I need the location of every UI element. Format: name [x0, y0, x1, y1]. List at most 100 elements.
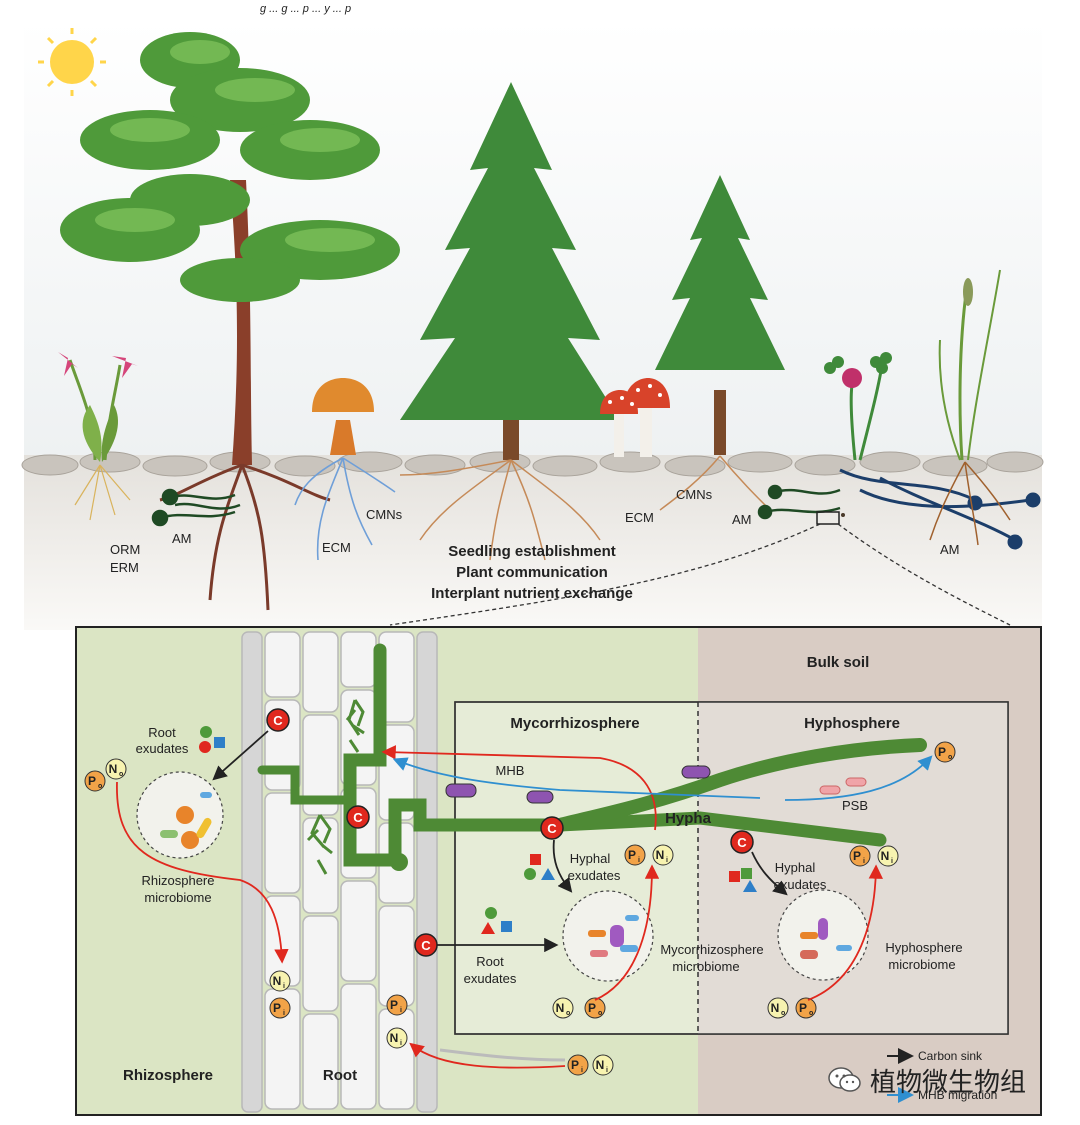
zone-rhizosphere: Rhizosphere: [123, 1067, 213, 1084]
svg-text:i: i: [891, 858, 893, 865]
svg-text:P: P: [938, 745, 946, 759]
svg-text:N: N: [596, 1058, 605, 1072]
svg-text:P: P: [853, 849, 861, 863]
svg-text:o: o: [98, 783, 102, 790]
label-mhb: MHB: [496, 763, 525, 778]
svg-text:N: N: [390, 1031, 399, 1045]
mushroom-left: [294, 378, 396, 561]
label-myco-micro-2: microbiome: [672, 959, 739, 974]
mhb-bacteria: [445, 765, 711, 804]
label-hyphal-exudates-1a: Hyphal: [570, 851, 611, 866]
mycorrhizosphere-microbiome-circle: [562, 890, 654, 982]
label-psb: PSB: [842, 798, 868, 813]
root-hair: [439, 1048, 566, 1062]
root-cells: [241, 631, 438, 1113]
mushroom-amanita: [600, 378, 670, 457]
zone-mycorrhizosphere: Mycorrhizosphere: [510, 715, 639, 732]
label-hyphal-exudates-1b: exudates: [568, 868, 621, 883]
svg-text:N: N: [273, 974, 282, 988]
zone-hyphosphere: Hyphosphere: [804, 715, 900, 732]
carbon-icon-root-top: C: [266, 708, 290, 732]
svg-text:i: i: [638, 857, 640, 864]
svg-text:P: P: [88, 774, 96, 788]
carbon-icon-root-bottom: C: [414, 933, 438, 957]
pine-tree: [60, 32, 400, 611]
psb-bacteria: [819, 777, 867, 795]
svg-text:o: o: [781, 1010, 785, 1017]
label-hyphal-exudates-2b: exudates: [774, 877, 827, 892]
svg-text:P: P: [273, 1001, 281, 1015]
exudate-shapes: [199, 726, 757, 934]
svg-text:o: o: [566, 1010, 570, 1017]
label-ecm-left: ECM: [322, 540, 351, 555]
grass-plant: [938, 269, 1001, 461]
arrows-blue: [392, 755, 933, 801]
svg-text:N: N: [771, 1001, 780, 1015]
svg-text:o: o: [119, 771, 123, 778]
label-am-left: AM: [172, 531, 192, 546]
svg-text:i: i: [400, 1007, 402, 1014]
zone-hypha: Hypha: [665, 810, 712, 827]
svg-text:P: P: [571, 1058, 579, 1072]
center-line-1: Seedling establishment: [448, 543, 616, 560]
svg-text:C: C: [547, 821, 557, 836]
svg-text:N: N: [556, 1001, 565, 1015]
arrows-black: [212, 730, 788, 953]
hypha-network: [257, 643, 927, 871]
svg-text:i: i: [606, 1067, 608, 1074]
label-rhizo-micro-1: Rhizosphere: [142, 873, 215, 888]
clover-plant: [824, 352, 892, 517]
svg-text:o: o: [598, 1010, 602, 1017]
carbon-icon-hypha-right: C: [730, 830, 754, 854]
zoom-line-right: [837, 523, 1011, 626]
svg-text:i: i: [863, 858, 865, 865]
sun-icon: [38, 28, 106, 96]
caption-fragment: g ... g ... p ... y ... p: [260, 3, 351, 15]
label-hyphal-exudates-2a: Hyphal: [775, 860, 816, 875]
label-erm: ERM: [110, 560, 139, 575]
zoom-line-left: [389, 523, 821, 626]
legend-carbon-sink: Carbon sink: [918, 1049, 983, 1063]
orchid-plant: [58, 352, 138, 521]
arbuscule: [306, 699, 365, 875]
svg-text:i: i: [666, 857, 668, 864]
wechat-icon: [828, 1066, 862, 1094]
svg-text:i: i: [283, 1010, 285, 1017]
label-am-mid: AM: [732, 512, 752, 527]
label-root-exudates-bottom-2: exudates: [464, 971, 517, 986]
svg-text:N: N: [109, 762, 118, 776]
svg-text:N: N: [656, 848, 665, 862]
carbon-icon-root-mid: C: [346, 805, 370, 829]
watermark: 植物微生物组: [828, 1060, 1058, 1100]
am-left-hyphae: [151, 488, 241, 527]
svg-text:i: i: [581, 1067, 583, 1074]
arrows-red: [116, 745, 883, 1069]
svg-text:P: P: [799, 1001, 807, 1015]
label-rhizo-micro-2: microbiome: [144, 890, 211, 905]
label-hypho-micro-2: microbiome: [888, 957, 955, 972]
label-root-exudates-top-2: exudates: [136, 741, 189, 756]
zone-root: Root: [323, 1067, 357, 1084]
svg-text:C: C: [421, 938, 431, 953]
spruce-large: [399, 82, 620, 561]
spruce-small: [655, 175, 785, 511]
label-am-right: AM: [940, 542, 960, 557]
label-orm: ORM: [110, 542, 140, 557]
svg-text:N: N: [881, 849, 890, 863]
label-cmns-right: CMNs: [676, 487, 713, 502]
